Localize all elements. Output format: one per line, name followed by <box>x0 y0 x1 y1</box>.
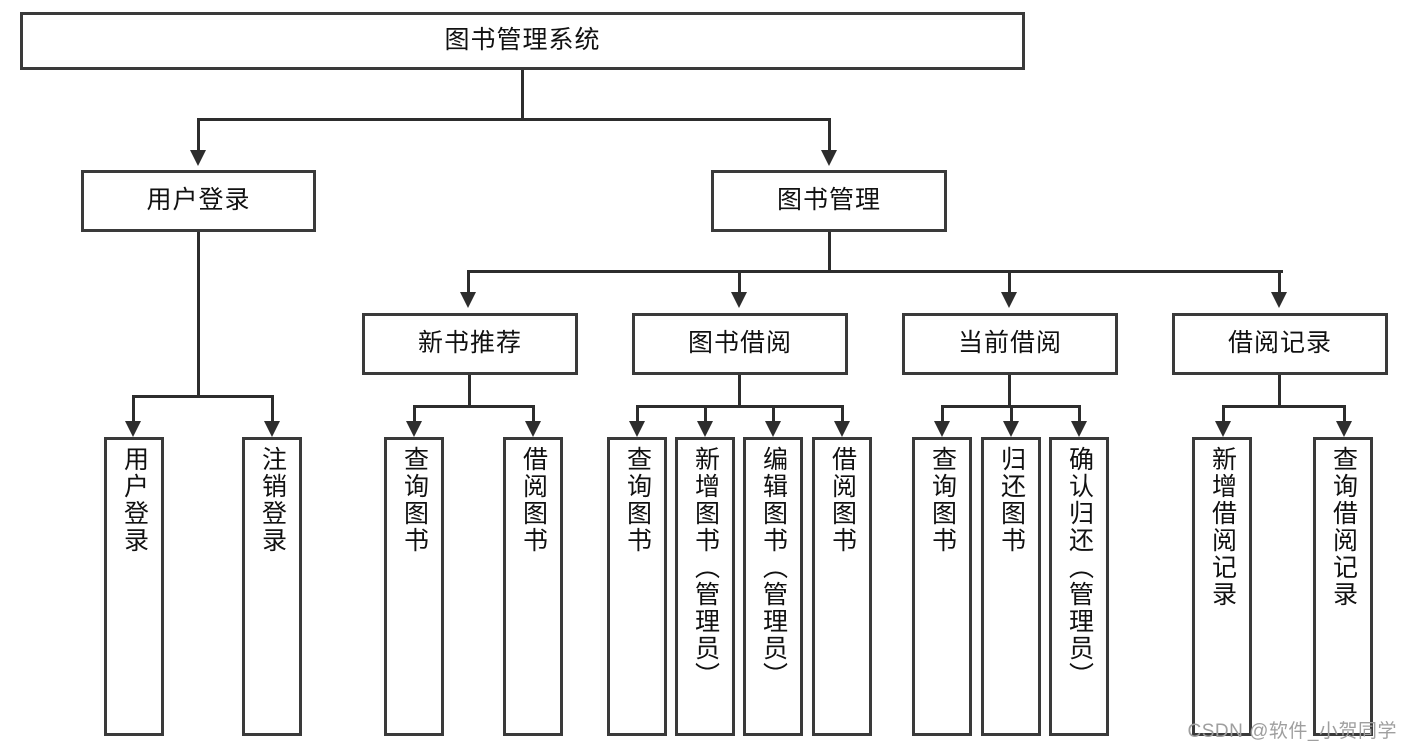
connector-borrow-record-drop-2 <box>1343 405 1346 421</box>
connector-user-login-bus <box>132 395 274 398</box>
connector-root-bus <box>197 118 831 121</box>
leaf-add-book-label: 新增图书（管理员） <box>691 446 720 689</box>
connector-new-book-stem <box>468 375 471 405</box>
leaf-query-book-2-label: 查询图书 <box>623 446 652 554</box>
connector-current-borrow-drop-3 <box>1078 405 1081 421</box>
node-root[interactable]: 图书管理系统 <box>20 12 1025 70</box>
node-user-login-label: 用户登录 <box>146 186 251 215</box>
arrow-book-borrow-leaf-4 <box>834 421 850 437</box>
arrow-book-manage-to-borrow-record <box>1271 292 1287 308</box>
arrow-new-book-leaf-1 <box>406 421 422 437</box>
leaf-user-login-label: 用户登录 <box>120 446 149 554</box>
node-new-book-recommend-label: 新书推荐 <box>417 329 522 358</box>
arrow-current-borrow-leaf-1 <box>934 421 950 437</box>
arrow-book-borrow-leaf-3 <box>765 421 781 437</box>
node-book-manage-label: 图书管理 <box>776 186 881 215</box>
leaf-query-record[interactable]: 查询借阅记录 <box>1313 437 1373 736</box>
arrow-user-login-leaf-1 <box>125 421 141 437</box>
connector-borrow-record-drop-1 <box>1222 405 1225 421</box>
leaf-edit-book-label: 编辑图书（管理员） <box>759 446 788 689</box>
connector-book-borrow-drop-1 <box>636 405 639 421</box>
csdn-watermark: CSDN @软件_小贺同学 <box>1187 721 1397 742</box>
connector-user-login-drop-1 <box>132 395 135 421</box>
connector-current-borrow-drop-2 <box>1010 405 1013 421</box>
arrow-book-manage-to-current-borrow <box>1001 292 1017 308</box>
node-current-borrow-label: 当前借阅 <box>957 329 1062 358</box>
leaf-add-record-label: 新增借阅记录 <box>1208 446 1237 608</box>
node-user-login[interactable]: 用户登录 <box>81 170 316 232</box>
leaf-confirm-return-label: 确认归还（管理员） <box>1065 446 1094 689</box>
arrow-root-to-user-login <box>190 150 206 166</box>
leaf-confirm-return[interactable]: 确认归还（管理员） <box>1049 437 1109 736</box>
leaf-add-book[interactable]: 新增图书（管理员） <box>675 437 735 736</box>
arrow-book-manage-to-book-borrow <box>731 292 747 308</box>
arrow-root-to-book-manage <box>821 150 837 166</box>
arrow-current-borrow-leaf-3 <box>1071 421 1087 437</box>
connector-book-borrow-stem <box>738 375 741 405</box>
leaf-add-record[interactable]: 新增借阅记录 <box>1192 437 1252 736</box>
connector-book-borrow-drop-4 <box>841 405 844 421</box>
leaf-return-book-label: 归还图书 <box>997 446 1026 554</box>
connector-book-borrow-drop-3 <box>772 405 775 421</box>
connector-new-book-drop-2 <box>532 405 535 421</box>
node-book-borrow-label: 图书借阅 <box>687 329 792 358</box>
arrow-new-book-leaf-2 <box>525 421 541 437</box>
connector-current-borrow-stem <box>1008 375 1011 405</box>
leaf-query-book-1-label: 查询图书 <box>400 446 429 554</box>
arrow-book-manage-to-new-book <box>460 292 476 308</box>
connector-new-book-drop-1 <box>413 405 416 421</box>
arrow-book-borrow-leaf-2 <box>697 421 713 437</box>
connector-book-borrow-drop-2 <box>704 405 707 421</box>
arrow-user-login-leaf-2 <box>264 421 280 437</box>
leaf-user-logout[interactable]: 注销登录 <box>242 437 302 736</box>
leaf-query-record-label: 查询借阅记录 <box>1329 446 1358 608</box>
node-book-borrow[interactable]: 图书借阅 <box>632 313 848 375</box>
connector-book-manage-drop-1 <box>467 270 470 292</box>
connector-book-manage-bus <box>467 270 1283 273</box>
leaf-return-book[interactable]: 归还图书 <box>981 437 1041 736</box>
node-borrow-record-label: 借阅记录 <box>1227 329 1332 358</box>
node-new-book-recommend[interactable]: 新书推荐 <box>362 313 578 375</box>
leaf-query-book-3[interactable]: 查询图书 <box>912 437 972 736</box>
arrow-current-borrow-leaf-2 <box>1003 421 1019 437</box>
leaf-borrow-book-2-label: 借阅图书 <box>828 446 857 554</box>
node-current-borrow[interactable]: 当前借阅 <box>902 313 1118 375</box>
leaf-query-book-2[interactable]: 查询图书 <box>607 437 667 736</box>
leaf-borrow-book-2[interactable]: 借阅图书 <box>812 437 872 736</box>
connector-borrow-record-stem <box>1278 375 1281 405</box>
connector-book-borrow-bus <box>636 405 844 408</box>
arrow-borrow-record-leaf-1 <box>1215 421 1231 437</box>
arrow-borrow-record-leaf-2 <box>1336 421 1352 437</box>
leaf-user-logout-label: 注销登录 <box>258 446 287 554</box>
node-book-manage[interactable]: 图书管理 <box>711 170 947 232</box>
connector-current-borrow-drop-1 <box>941 405 944 421</box>
connector-book-manage-drop-4 <box>1278 270 1281 292</box>
leaf-query-book-1[interactable]: 查询图书 <box>384 437 444 736</box>
connector-root-to-user-login <box>197 118 200 150</box>
leaf-borrow-book-1-label: 借阅图书 <box>519 446 548 554</box>
arrow-book-borrow-leaf-1 <box>629 421 645 437</box>
connector-book-manage-drop-2 <box>738 270 741 292</box>
leaf-user-login[interactable]: 用户登录 <box>104 437 164 736</box>
node-borrow-record[interactable]: 借阅记录 <box>1172 313 1388 375</box>
leaf-edit-book[interactable]: 编辑图书（管理员） <box>743 437 803 736</box>
connector-new-book-bus <box>413 405 535 408</box>
node-root-label: 图书管理系统 <box>444 26 601 55</box>
connector-root-stem <box>521 70 524 118</box>
connector-borrow-record-bus <box>1222 405 1346 408</box>
leaf-query-book-3-label: 查询图书 <box>928 446 957 554</box>
connector-user-login-stem <box>197 232 200 395</box>
leaf-borrow-book-1[interactable]: 借阅图书 <box>503 437 563 736</box>
connector-book-manage-stem <box>828 232 831 270</box>
connector-book-manage-drop-3 <box>1008 270 1011 292</box>
connector-root-to-book-manage <box>828 118 831 150</box>
connector-user-login-drop-2 <box>271 395 274 421</box>
